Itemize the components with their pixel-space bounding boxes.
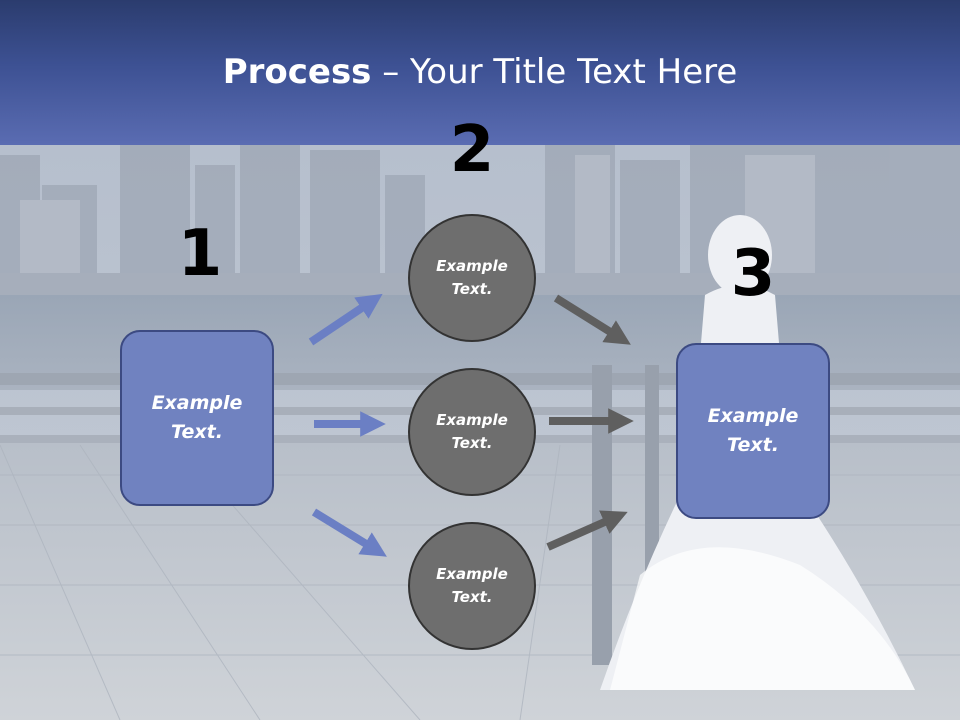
step-3-text: Example Text. bbox=[707, 404, 799, 456]
step-2-circle-top: Example Text. bbox=[408, 214, 536, 342]
step-1-text: Example Text. bbox=[151, 391, 243, 443]
step-number-1: 1 bbox=[177, 217, 223, 291]
step-number-3: 3 bbox=[730, 237, 776, 311]
arrow-to-circle-3 bbox=[311, 508, 387, 557]
arrow-from-circle-1 bbox=[553, 294, 631, 345]
title-band bbox=[0, 0, 960, 145]
title-rest: – Your Title Text Here bbox=[371, 52, 738, 92]
step-number-2: 2 bbox=[449, 113, 495, 187]
arrow-to-circle-1 bbox=[308, 293, 383, 346]
step-3-box: Example Text. bbox=[676, 343, 830, 519]
arrow-from-circle-3 bbox=[546, 510, 628, 551]
slide-title: Process – Your Title Text Here bbox=[0, 52, 960, 92]
step-1-box: Example Text. bbox=[120, 330, 274, 506]
step-2-circle-bottom: Example Text. bbox=[408, 522, 536, 650]
circle-bottom-text: Example Text. bbox=[436, 564, 508, 606]
title-bold: Process bbox=[222, 52, 372, 92]
circle-top-text: Example Text. bbox=[436, 256, 508, 298]
circle-middle-text: Example Text. bbox=[436, 410, 508, 452]
step-2-circle-middle: Example Text. bbox=[408, 368, 536, 496]
